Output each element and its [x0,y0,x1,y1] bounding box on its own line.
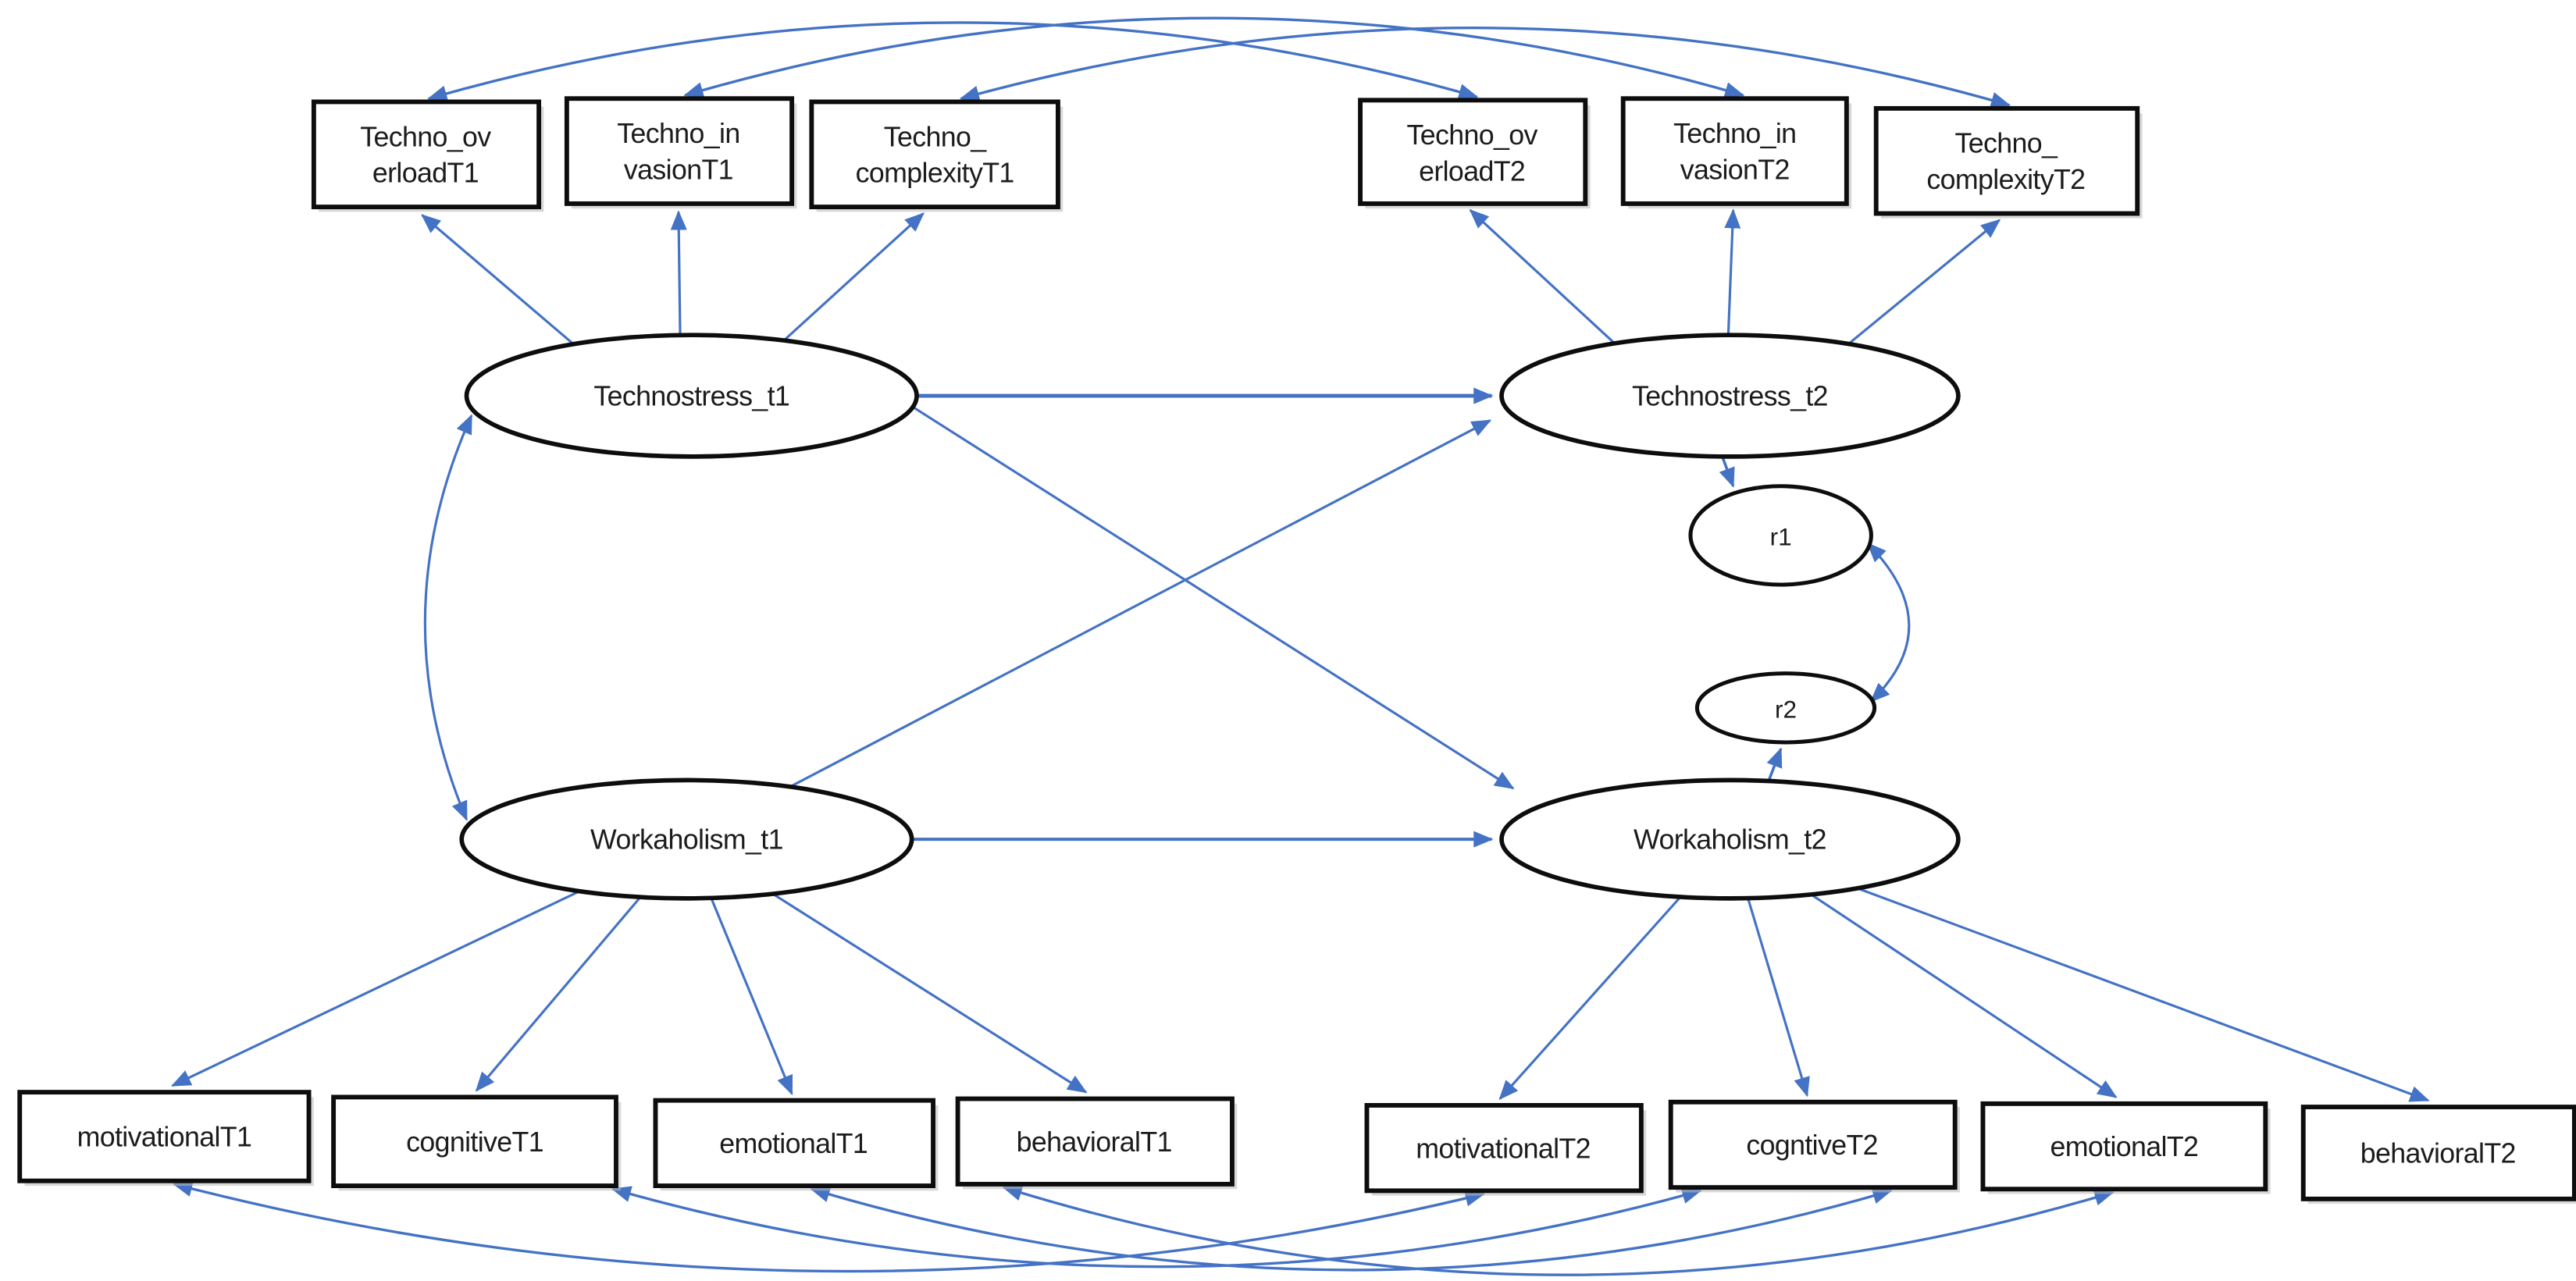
node-label: Technostress_t2 [1632,381,1828,412]
edge-workaholism-t1-to-motivational-t1 [171,891,579,1087]
edge-technostress-t2-to-r1 [1719,454,1735,488]
node-label: motivationalT1 [77,1122,252,1153]
node-label: erloadT2 [1419,155,1525,187]
edge-workaholism-t2-to-r2 [1766,747,1783,785]
node-label: Workaholism_t2 [1634,824,1826,856]
node-label: erloadT1 [372,158,479,189]
node-behavioral-t1: behavioralT1 [955,1096,1235,1187]
cov-r1-r2 [1866,542,1911,703]
node-label: Techno_ov [360,121,491,152]
node-label: Technostress_t1 [593,381,789,412]
node-label: Workaholism_t1 [590,824,783,856]
edge-technostress-t2-to-techno-overload-t2 [1469,208,1621,350]
node-r2: r2 [1694,671,1877,745]
node-label: Techno_ [1955,128,2058,159]
edge-workaholism-t2-to-behavioral-t2 [1858,887,2430,1102]
cov-cognitive-t1-t2 [611,1186,1702,1269]
node-techno-overload-t1: Techno_ov erloadT1 [311,99,542,210]
node-techno-complexity-t2: Techno_ complexityT2 [1873,105,2140,216]
node-emotional-t2: emotionalT2 [1980,1101,2268,1192]
node-label: r2 [1775,695,1797,723]
node-cognitive-t1: cognitiveT1 [331,1094,618,1188]
edge-technostress-t1-to-techno-invasion-t1 [670,210,687,336]
edge-workaholism-t2-to-emotional-t2 [1811,894,2118,1098]
node-label: complexityT1 [856,158,1014,189]
edge-workaholism-t1-to-technostress-t2 [789,419,1492,788]
node-workaholism-t2: Workaholism_t2 [1499,777,1961,901]
node-techno-overload-t2: Techno_ov erloadT2 [1358,98,1588,206]
node-label: vasionT2 [1680,154,1790,185]
cov-motivational-t1-t2 [172,1180,1485,1273]
cov-technostress-t1-workaholism-t1 [423,414,473,821]
node-technostress-t1: Technostress_t1 [464,333,919,459]
edge-workaholism-t2-to-motivational-t2 [1498,895,1682,1101]
node-label: emotionalT1 [719,1128,868,1159]
node-label: motivationalT2 [1416,1133,1591,1164]
node-label: behavioralT1 [1017,1126,1172,1158]
node-behavioral-t2: behavioralT2 [2300,1105,2576,1201]
cov-techno-overload-t1-t2 [427,21,1479,102]
node-motivational-t2: motivationalT2 [1364,1103,1644,1194]
node-label: Techno_in [1673,118,1796,149]
edge-technostress-t1-to-techno-complexity-t1 [775,212,925,350]
edge-technostress-t1-to-techno-overload-t1 [421,214,579,350]
edge-technostress-t2-to-techno-invasion-t2 [1724,208,1741,336]
cov-techno-complexity-t1-t2 [959,27,2011,109]
node-label: emotionalT2 [2050,1131,2199,1162]
cov-techno-invasion-t1-t2 [683,16,1745,98]
node-label: cognitiveT1 [406,1126,543,1158]
cov-behavioral-t1-t2 [1002,1184,2115,1276]
node-workaholism-t1: Workaholism_t1 [459,777,914,901]
node-cogntive-t2: cogntiveT2 [1668,1099,1958,1190]
node-label: Techno_ov [1407,119,1538,151]
edge-workaholism-t1-to-behavioral-t1 [771,892,1088,1094]
node-label: r1 [1770,523,1792,551]
cov-emotional-t1-t2 [810,1186,1893,1272]
node-layer: Techno_ov erloadT1 Techno_in vasionT1 Te… [17,96,2576,1201]
node-emotional-t1: emotionalT1 [653,1098,935,1188]
edge-technostress-t2-to-techno-complexity-t2 [1842,219,2001,350]
node-techno-invasion-t2: Techno_in vasionT2 [1620,96,1849,206]
node-technostress-t2: Technostress_t2 [1499,333,1961,459]
node-label: vasionT1 [624,154,733,185]
node-label: cogntiveT2 [1746,1130,1878,1161]
edge-workaholism-t1-to-cognitive-t1 [475,895,642,1092]
node-label: Techno_in [617,118,739,149]
edge-workaholism-t1-to-emotional-t1 [710,898,793,1096]
node-label: complexityT2 [1926,164,2085,195]
node-techno-complexity-t1: Techno_ complexityT1 [809,99,1060,210]
edge-technostress-t1-to-workaholism-t2 [912,406,1515,790]
edge-workaholism-t2-to-cogntive-t2 [1747,898,1810,1098]
node-techno-invasion-t1: Techno_in vasionT1 [564,96,795,206]
node-label: Techno_ [884,121,987,152]
edge-layer [171,16,2430,1276]
node-r1: r1 [1688,484,1873,587]
node-label: behavioralT2 [2360,1138,2516,1169]
node-motivational-t1: motivationalT1 [17,1090,312,1183]
